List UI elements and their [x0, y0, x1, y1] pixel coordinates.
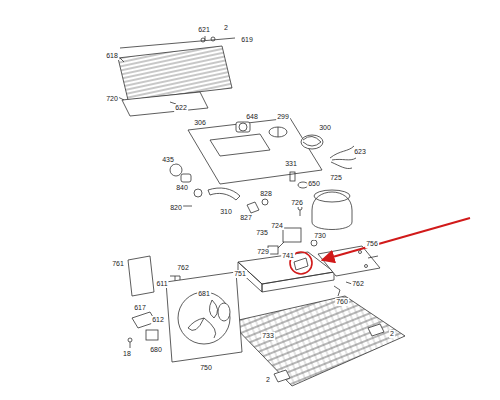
callout-number: 435: [161, 156, 175, 164]
callout-number: 724: [270, 222, 284, 230]
callout-number: 681: [197, 290, 211, 298]
callout-number: 720: [105, 95, 119, 103]
callout-number: 611: [155, 280, 168, 288]
callout-number: 726: [290, 199, 304, 207]
callout-number: 762: [351, 280, 365, 288]
callout-number: 840: [175, 184, 189, 192]
callout-number: 622: [174, 104, 188, 112]
callout-number: 751: [233, 270, 247, 278]
callout-number: 331: [284, 160, 298, 168]
red-pointer-arrow: [290, 218, 470, 274]
callout-number: 618: [105, 52, 119, 60]
callout-number: 310: [219, 208, 233, 216]
callout-number: 306: [193, 119, 207, 127]
callout-number: 2: [265, 376, 271, 384]
callout-number: 733: [261, 332, 275, 340]
callout-number: 820: [169, 204, 183, 212]
callout-number: 299: [276, 113, 290, 121]
callout-number: 650: [307, 180, 321, 188]
callout-number: 2: [223, 24, 229, 32]
callout-number: 730: [313, 232, 327, 240]
callout-number: 762: [176, 264, 190, 272]
callout-number: 735: [255, 229, 269, 237]
callout-number: 741: [281, 252, 295, 260]
callout-number: 648: [245, 113, 259, 121]
callout-number: 729: [256, 248, 270, 256]
callout-number: 621: [197, 26, 211, 34]
callout-number: 619: [240, 36, 254, 44]
callout-number: 725: [329, 174, 343, 182]
callout-number: 760: [335, 298, 349, 306]
callout-number: 761: [111, 260, 125, 268]
callout-number: 756: [365, 240, 379, 248]
callout-number: 750: [199, 364, 213, 372]
callout-number: 18: [122, 350, 132, 358]
callout-number: 680: [149, 346, 163, 354]
callout-number: 612: [151, 316, 165, 324]
callout-number: 2: [389, 330, 395, 338]
callout-number: 300: [318, 124, 332, 132]
callout-number: 623: [353, 148, 367, 156]
callout-number: 617: [133, 304, 147, 312]
callout-number: 828: [259, 190, 273, 198]
callout-number: 827: [239, 214, 253, 222]
